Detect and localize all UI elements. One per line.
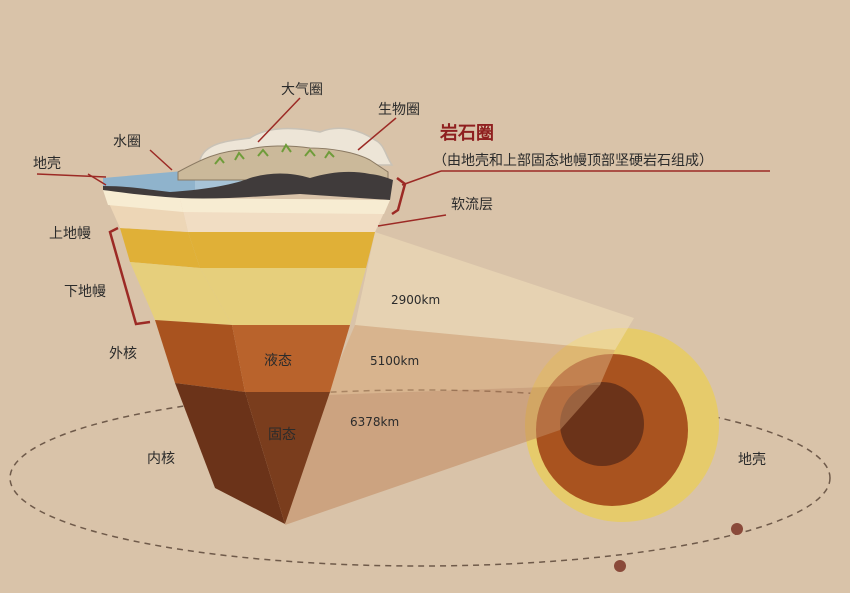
crust-layer <box>103 171 393 200</box>
biosphere-land <box>177 145 389 181</box>
inner-core-layer <box>175 383 285 524</box>
lithosphere-description: （由地壳和上部固态地幔顶部坚硬岩石组成） <box>433 152 713 169</box>
orbit-dot-bottom <box>614 560 626 572</box>
label-inner-core: 内核 <box>147 451 175 467</box>
label-crust-left: 地壳 <box>33 155 61 172</box>
outer-core-layer <box>155 320 245 392</box>
layer-labels: 大气圈 生物圈 水圈 地壳 上地幔 下地幔 外核 内核 软流层 液态 固态 地壳 <box>33 82 766 468</box>
lower-mantle-layer <box>130 262 232 325</box>
label-biosphere: 生物圈 <box>378 102 420 118</box>
projection-beams <box>285 232 634 525</box>
label-crust-right: 地壳 <box>738 451 766 468</box>
leader-lines <box>36 97 770 227</box>
upper-mantle-layer <box>120 228 200 268</box>
orbit-dot-right <box>731 523 743 535</box>
lithosphere-callout: 岩石圈 （由地壳和上部固态地幔顶部坚硬岩石组成） <box>433 122 713 169</box>
surface-layers <box>103 127 394 200</box>
label-atmosphere: 大气圈 <box>281 82 323 98</box>
label-hydrosphere: 水圈 <box>113 134 141 150</box>
vegetation <box>214 143 335 165</box>
label-outer-core: 外核 <box>109 346 137 362</box>
depth-center: 6378km <box>350 415 399 429</box>
depth-labels: 2900km 5100km 6378km <box>350 293 440 429</box>
label-upper-mantle: 上地幔 <box>49 226 91 242</box>
label-solid: 固态 <box>268 427 296 443</box>
earth-cone-front <box>103 190 390 524</box>
label-liquid: 液态 <box>264 353 292 369</box>
depth-mantle-bottom: 2900km <box>391 293 440 307</box>
depth-outer-core-bottom: 5100km <box>370 354 419 368</box>
label-lower-mantle: 下地幔 <box>64 284 106 300</box>
mantle-bracket <box>108 226 151 326</box>
label-asthenosphere: 软流层 <box>451 197 493 213</box>
lithosphere-bracket <box>391 177 407 216</box>
lithosphere-title: 岩石圈 <box>439 122 494 144</box>
